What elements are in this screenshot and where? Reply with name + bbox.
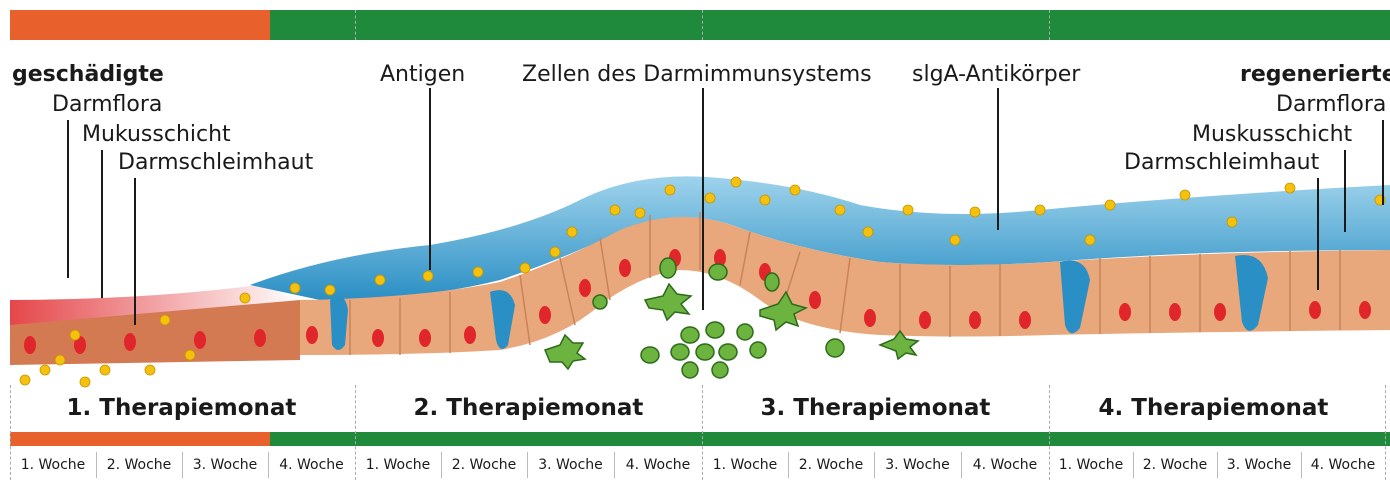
week-label: 1. Woche — [355, 452, 441, 478]
month-label: 1. Therapiemonat — [8, 395, 355, 421]
week-divider — [182, 452, 183, 478]
label-regenerated-title: regenerierte — [1240, 62, 1390, 87]
week-divider — [96, 452, 97, 478]
week-label: 3. Woche — [527, 452, 614, 478]
week-label: 2. Woche — [96, 452, 182, 478]
month-label: 2. Therapiemonat — [355, 395, 702, 421]
week-divider — [1133, 452, 1134, 478]
week-label: 3. Woche — [1217, 452, 1301, 478]
week-divider — [788, 452, 789, 478]
week-label: 1. Woche — [702, 452, 788, 478]
label-damaged-flora: Darmflora — [52, 92, 162, 117]
week-label: 2. Woche — [1133, 452, 1217, 478]
week-divider — [527, 452, 528, 478]
week-divider — [961, 452, 962, 478]
week-label: 1. Woche — [1049, 452, 1133, 478]
week-label: 4. Woche — [1301, 452, 1385, 478]
month-label: 4. Therapiemonat — [1040, 395, 1387, 421]
label-siga: slgA-Antikörper — [912, 62, 1080, 87]
week-label: 4. Woche — [961, 452, 1049, 478]
label-antigen: Antigen — [380, 62, 465, 87]
label-damaged-mucosa: Darmschleimhaut — [118, 150, 313, 175]
label-regenerated-flora: Darmflora — [1276, 92, 1386, 117]
month-label: 3. Therapiemonat — [702, 395, 1049, 421]
week-divider — [874, 452, 875, 478]
label-regenerated-mucosa: Darmschleimhaut — [1124, 150, 1319, 175]
week-divider — [1301, 452, 1302, 478]
week-divider — [441, 452, 442, 478]
week-divider — [614, 452, 615, 478]
label-immune-cells: Zellen des Darmimmunsystems — [522, 62, 872, 87]
week-divider — [1217, 452, 1218, 478]
week-label: 2. Woche — [441, 452, 527, 478]
week-label: 4. Woche — [614, 452, 702, 478]
label-damaged-title: geschädigte — [12, 62, 164, 87]
week-label: 2. Woche — [788, 452, 874, 478]
week-divider — [268, 452, 269, 478]
label-regenerated-mucus: Muskusschicht — [1192, 122, 1352, 147]
week-label: 3. Woche — [874, 452, 961, 478]
week-label: 4. Woche — [268, 452, 355, 478]
week-label: 3. Woche — [182, 452, 268, 478]
week-label: 1. Woche — [10, 452, 96, 478]
label-damaged-mucus: Mukusschicht — [82, 122, 231, 147]
